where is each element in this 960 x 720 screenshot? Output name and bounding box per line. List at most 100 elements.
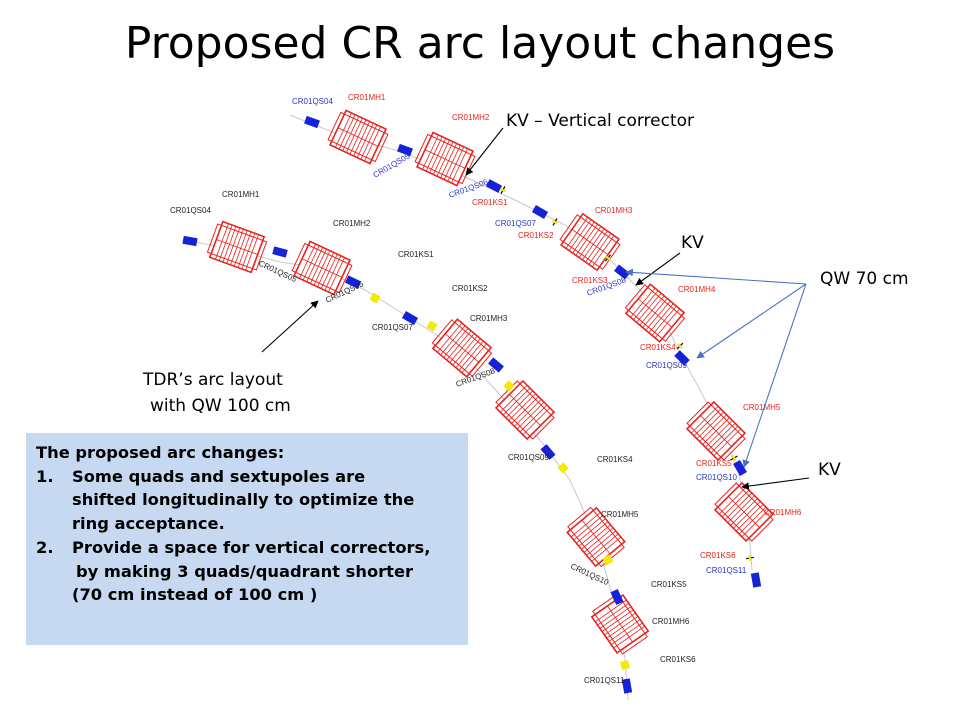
list-item: 1. Some quads and sextupoles are shifted…	[36, 465, 458, 536]
element-label-new: CR01QS10	[696, 473, 737, 482]
quadrupole-magnet	[531, 205, 549, 219]
dipole-magnet	[291, 240, 353, 296]
kv-upper-arrow	[635, 252, 681, 286]
item-line: Some quads and sextupoles are	[72, 466, 366, 486]
kv-vertical-corrector-callout: KV – Vertical corrector	[506, 111, 695, 131]
quadrupole-magnet	[733, 459, 747, 477]
dipole-magnet	[624, 283, 686, 343]
item-line: (70 cm instead of 100 cm )	[72, 585, 318, 605]
element-label-tdr: CR01KS5	[651, 580, 687, 589]
qw70-arrow	[742, 283, 807, 468]
vertical-corrector	[730, 454, 738, 462]
vertical-corrector	[745, 554, 755, 562]
quadrupole-magnet	[182, 235, 198, 247]
dipole-magnet	[431, 318, 493, 378]
qw70-callout: QW 70 cm	[820, 269, 909, 289]
element-label-tdr: CR01QS04	[170, 206, 211, 215]
quadrupole-magnet	[272, 246, 288, 258]
item-number: 2.	[36, 537, 54, 557]
item-line: Provide a space for vertical correctors,	[72, 537, 431, 557]
vertical-corrector	[676, 342, 684, 350]
item-line: ring acceptance.	[72, 514, 225, 534]
dipole-magnet	[685, 400, 747, 462]
callout-arrows	[261, 127, 810, 490]
element-label-new: CR01KS1	[472, 198, 508, 207]
box-heading: The proposed arc changes:	[36, 443, 285, 462]
quadrupole-magnet	[488, 357, 504, 373]
element-label-tdr: CR01QS11	[584, 676, 625, 685]
element-label-new: CR01QS04	[292, 97, 333, 106]
element-label-tdr: CR01MH1	[222, 190, 260, 199]
element-label-tdr: CR01KS4	[597, 455, 633, 464]
element-label-new: CR01MH4	[678, 285, 716, 294]
dipole-magnet	[414, 131, 476, 187]
element-label-new: CR01KS3	[572, 276, 608, 285]
element-label-new: CR01MH1	[348, 93, 386, 102]
quadrupole-magnet	[344, 275, 362, 289]
quadrupole-magnet	[540, 444, 556, 460]
element-label-new: CR01MH2	[452, 113, 490, 122]
quadrupole-magnet	[401, 311, 419, 325]
element-label-tdr: CR01MH6	[652, 617, 690, 626]
dipole-magnet	[566, 506, 626, 568]
dipole-magnet	[590, 593, 650, 655]
element-label-new: CR01KS5	[696, 459, 732, 468]
vertical-corrector	[605, 254, 611, 262]
element-label-new: CR01QS09	[646, 361, 687, 370]
item-number: 1.	[36, 466, 54, 486]
page-title: Proposed CR arc layout changes	[124, 18, 836, 69]
element-label-tdr: CR01KS1	[398, 250, 434, 259]
sextupole-magnet	[620, 660, 630, 670]
vertical-corrector	[551, 218, 559, 226]
element-label-tdr: CR01KS6	[660, 655, 696, 664]
tdr-layout-callout-line2: with QW 100 cm	[150, 396, 291, 416]
element-label-new: CR01MH6	[764, 508, 802, 517]
tdr-layout-callout-line1: TDR’s arc layout	[143, 370, 283, 390]
element-label-tdr: CR01MH2	[333, 219, 371, 228]
proposed-changes-box: The proposed arc changes: 1. Some quads …	[26, 433, 468, 645]
quadrupole-magnet	[485, 179, 503, 193]
list-item: 2. Provide a space for vertical correcto…	[36, 536, 458, 607]
element-label-new: CR01MH5	[743, 403, 781, 412]
element-label-tdr: CR01QS10	[569, 562, 610, 588]
dipole-magnet	[206, 220, 268, 274]
quadrupole-magnet	[750, 572, 762, 588]
element-label-tdr: CR01QS05	[257, 259, 298, 285]
beamlines	[184, 114, 753, 701]
item-line: by making 3 quads/quadrant shorter	[76, 561, 414, 581]
kv-callout-upper: KV	[681, 233, 704, 253]
element-label-tdr: CR01MH3	[470, 314, 508, 323]
element-label-new: CR01QS07	[495, 219, 536, 228]
quadrupole-magnet	[621, 678, 633, 694]
item-line: shifted longitudinally to optimize the	[72, 490, 415, 510]
vertical-corrector	[499, 186, 507, 194]
sextupole-magnet	[369, 292, 381, 304]
element-label-new: CR01MH3	[595, 206, 633, 215]
quadrupole-magnet	[674, 350, 690, 366]
dipole-magnet	[327, 109, 389, 165]
element-label-tdr: CR01QS09	[508, 453, 549, 462]
kv-callout-lower: KV	[818, 460, 841, 480]
element-label-new: CR01KS4	[640, 343, 676, 352]
qw70-arrow	[625, 268, 807, 285]
sextupole-magnet	[426, 320, 438, 332]
quadrupole-magnet	[610, 588, 624, 606]
dipole-magnet	[559, 212, 621, 272]
kv-vertical-arrow	[465, 127, 504, 176]
element-label-new: CR01QS11	[706, 566, 747, 575]
dipole-magnet	[713, 481, 775, 543]
tdr-arrow	[261, 300, 319, 353]
qw70-arrow	[696, 283, 807, 359]
quadrupole-magnet	[397, 143, 413, 157]
sextupole-magnet	[503, 380, 515, 392]
element-label-tdr: CR01QS07	[372, 323, 413, 332]
new-beamline	[289, 114, 753, 571]
sextupole-magnet	[602, 554, 614, 566]
kv-lower-arrow	[741, 477, 810, 490]
element-label-tdr: CR01KS2	[452, 284, 488, 293]
dipole-magnet	[494, 379, 556, 441]
element-label-new: CR01KS6	[700, 551, 736, 560]
sextupole-magnet	[557, 462, 569, 474]
element-label-tdr: CR01MH5	[601, 510, 639, 519]
